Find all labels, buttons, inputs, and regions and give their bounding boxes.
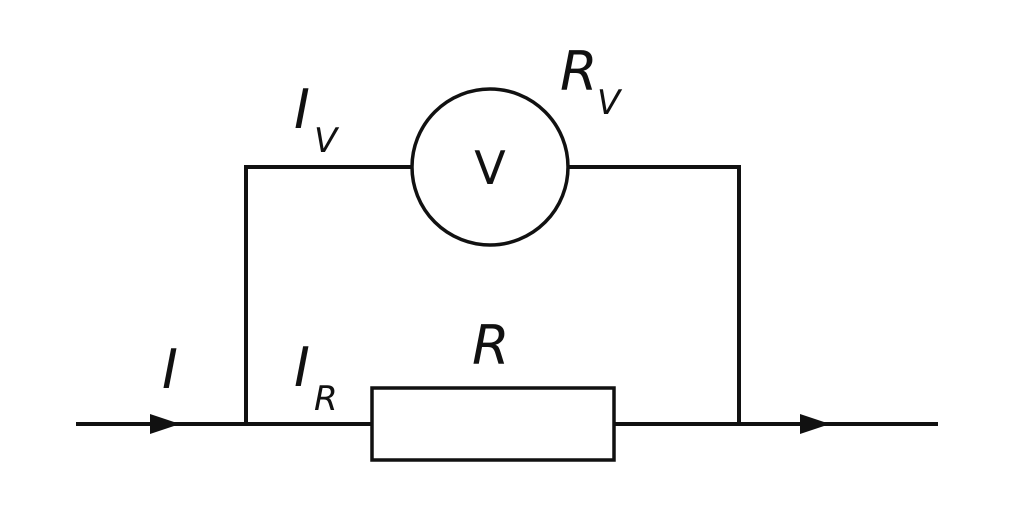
output-current-arrow [800,414,830,434]
resistor-current-label: I [294,336,310,399]
resistor-current-subscript: R [314,379,338,419]
input-current-arrow [150,414,180,434]
voltmeter-resistance-label: R [560,40,598,103]
voltmeter-resistance-subscript: V [597,83,623,123]
voltmeter [410,87,570,247]
total-current-label: I [162,338,178,401]
voltmeter-symbol: V [474,141,506,195]
voltmeter-current-label: I [294,78,310,141]
voltmeter-branch-right-wire [566,165,741,426]
resistor [370,386,616,462]
voltmeter-current-subscript: V [314,121,340,161]
resistor-label: R [472,314,510,377]
voltmeter-branch-left-wire [244,165,414,426]
